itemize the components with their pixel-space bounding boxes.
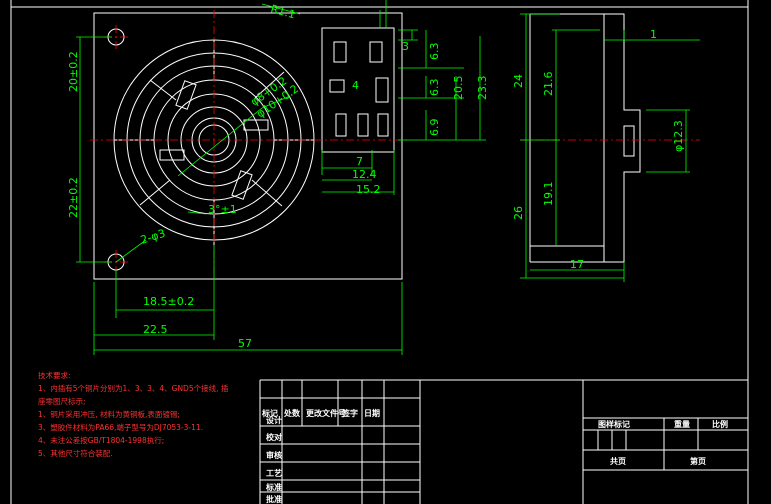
note-line-2: 座零图尺标示; [38,396,86,406]
dim-17: 17 [570,258,584,271]
dim-3: 3 [402,40,409,53]
tb-check: 校对 [266,432,282,442]
dim-19-1: 19.1 [542,182,555,207]
terminal-slot-3 [369,41,383,63]
hole-dia-label: 2-φ3 [139,227,167,247]
dim-1: 1 [650,28,657,41]
terminal-slot-1 [333,41,347,63]
technical-requirements: 技术要求: 1、内插有5个铜片分别为1、3、3、4、GND5个接线, 插 座零图… [38,370,229,458]
terminal-slot-5 [335,113,347,137]
side-dimension-lines [520,13,700,282]
dim-7: 7 [356,155,363,168]
note-line-6: 5、其他尺寸符合装配. [38,448,113,458]
dim-6-3-b: 6.3 [428,79,441,97]
terminal-slot-7 [377,113,389,137]
tb-total-pages: 共页 [610,456,626,466]
note-line-3: 1、铜片采用冲压, 材料为黄铜板,表面镀锡; [38,409,180,419]
front-dimension-lines [76,0,486,355]
terminal-block [321,27,395,153]
dim-4: 4 [352,79,359,92]
tb-process: 工艺 [266,468,282,478]
note-line-1: 1、内插有5个铜片分别为1、3、3、4、GND5个接线, 插 [38,383,229,393]
dim-26: 26 [512,206,525,220]
dim-6-3-a: 6.3 [428,43,441,61]
title-block [259,379,748,504]
tb-mark: 标记 [261,408,278,418]
dim-22: 22±0.2 [67,177,80,218]
side-body-outline [529,13,641,263]
dim-20-5: 20.5 [452,76,465,101]
dim-20: 20±0.2 [67,51,80,92]
dim-22-5: 22.5 [143,323,168,336]
shaft-stub [623,125,635,157]
dim-15-2: 15.2 [356,183,381,196]
tb-standard: 标准 [265,482,282,492]
tb-approve: 批准 [266,494,282,504]
tb-scale: 比例 [712,419,728,429]
note-line-5: 4、未注公差按GB/T1804-1998执行; [38,435,164,445]
tb-drawing-mark: 图样标记 [598,419,630,429]
dim-18-5: 18.5±0.2 [143,295,194,308]
dim-6-9: 6.9 [428,119,441,137]
dim-57: 57 [238,337,252,350]
terminal-slot-4 [329,79,345,93]
side-view: 1 24 21.6 φ12.3 19.1 26 17 [512,13,700,282]
tb-date: 日期 [364,408,380,418]
dim-21-6: 21.6 [542,72,555,97]
note-line-4: 3、塑胶件材料为PA66,端子型号为DJ7053-3-11. [38,422,203,432]
tb-review: 审核 [266,450,282,460]
dim-12-4: 12.4 [352,168,377,181]
notes-title: 技术要求: [38,370,71,380]
radius-label: R1.1 [269,2,297,21]
angle-label: 3°±1 [208,203,237,216]
title-block-text: 标记 处数 更改文件号 签字 日期 设计 校对 审核 工艺 标准 批准 图样标记… [261,408,728,504]
base-plate-outline [93,12,403,280]
tb-design: 设计 [266,415,282,425]
drawing-frame [10,0,749,504]
terminal-slot-6 [357,113,369,137]
front-view: R1.1 20±0.2 22±0.2 2-φ3 φ8+0.2 φ10+0.2 3… [67,0,489,355]
front-center-lines [90,10,410,282]
terminal-slot-2 [375,77,389,103]
tb-signature: 签字 [341,408,358,418]
tb-count: 处数 [283,408,301,418]
dim-12-3: φ12.3 [672,120,685,152]
tb-page-no: 第页 [690,456,706,466]
tb-change-doc: 更改文件号 [306,408,346,418]
dim-24: 24 [512,74,525,88]
dim-23-3: 23.3 [476,76,489,101]
tb-weight: 重量 [674,419,690,429]
